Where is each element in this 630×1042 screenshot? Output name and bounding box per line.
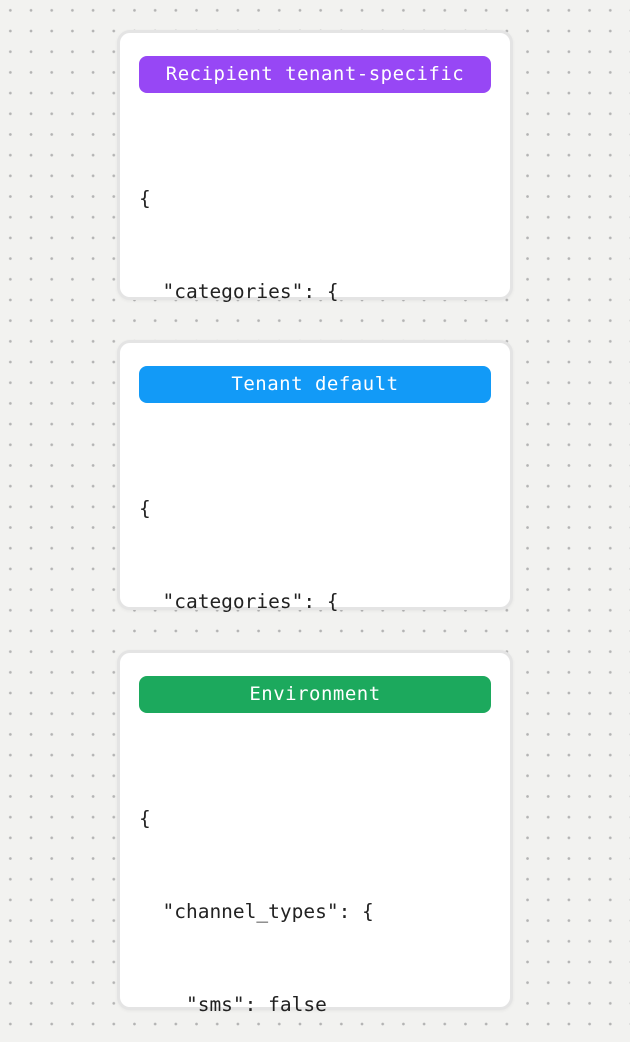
code-line: "categories": { xyxy=(139,590,339,613)
card-tenant-default: Tenant default { "categories": { "remind… xyxy=(117,340,513,892)
code-line: { xyxy=(139,497,151,520)
json-code-block: { "channel_types": { "sms": false }, "ca… xyxy=(139,741,491,1042)
badge-tenant-default: Tenant default xyxy=(139,366,491,403)
code-line: { xyxy=(139,807,151,830)
code-line: { xyxy=(139,187,151,210)
badge-recipient-tenant-specific: Recipient tenant-specific xyxy=(139,56,491,93)
card-environment: Environment { "channel_types": { "sms": … xyxy=(117,650,513,1016)
code-line: "sms": false xyxy=(139,993,327,1016)
code-line: "channel_types": { xyxy=(139,900,374,923)
code-line: "categories": { xyxy=(139,280,339,303)
badge-environment: Environment xyxy=(139,676,491,713)
card-recipient-tenant-specific: Recipient tenant-specific { "categories"… xyxy=(117,30,513,582)
